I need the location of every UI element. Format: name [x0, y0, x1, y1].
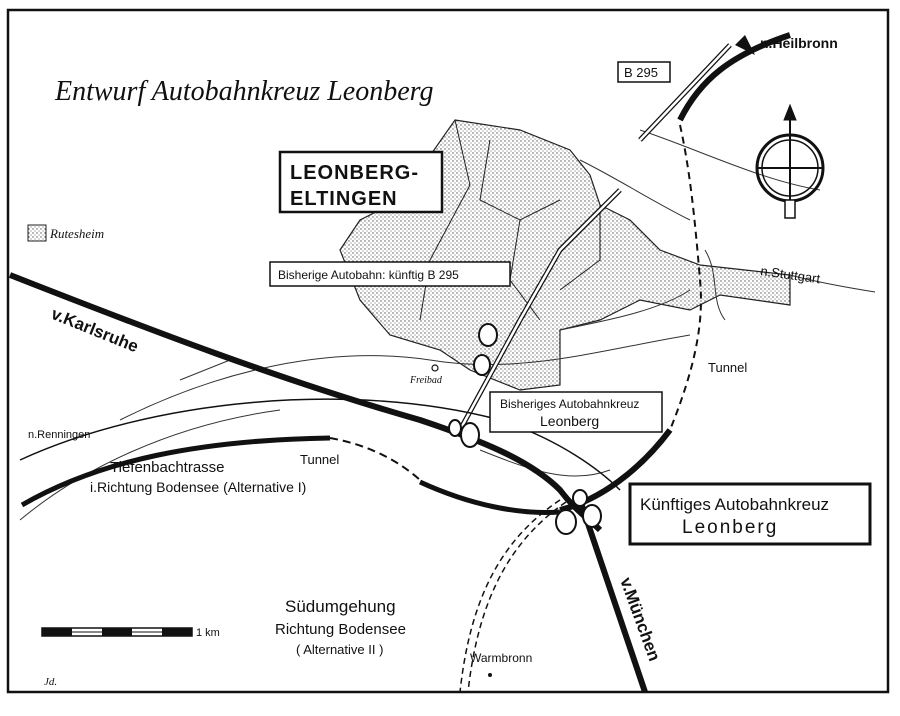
autobahn-heilbronn [677, 32, 791, 122]
route-suedumgehung-alternative-2 [19, 398, 621, 693]
label-warmbronn: Warmbronn [470, 651, 532, 665]
credit: Jd. [44, 676, 57, 688]
rutesheim-area [27, 224, 47, 242]
label-renningen: n.Renningen [28, 429, 90, 441]
freibad-marker-icon [431, 364, 439, 372]
junction-heilbronn-icon [735, 35, 755, 55]
label-bisherige-autobahn: Bisherige Autobahn: künftig B 295 [278, 268, 459, 282]
map-frame [6, 8, 890, 694]
label-suedumgehung-line1: Südumgehung [285, 597, 396, 616]
label-bisheriges-kreuz-line2: Leonberg [540, 413, 599, 429]
scale-bar: 1 km [41, 627, 220, 639]
warmbronn-marker-icon [488, 673, 492, 677]
label-freibad: Freibad [409, 375, 443, 386]
b295-shield: B 295 [617, 61, 671, 83]
map-title: Entwurf Autobahnkreuz Leonberg [54, 76, 434, 107]
town-label-line2: ELTINGEN [290, 188, 398, 210]
label-kuenftiges-kreuz-line2: Leonberg [682, 517, 778, 538]
label-tunnel-east: Tunnel [708, 360, 747, 375]
label-suedumgehung-line3: ( Alternative II ) [296, 642, 383, 657]
label-rutesheim: Rutesheim [49, 226, 104, 241]
label-kuenftiges-kreuz-line1: Künftiges Autobahnkreuz [640, 495, 829, 514]
label-box-kuenftiges-kreuz: Künftiges Autobahnkreuz Leonberg [628, 482, 872, 546]
scale-label: 1 km [196, 627, 220, 639]
label-box-bisherige-autobahn: Bisherige Autobahn: künftig B 295 [269, 261, 511, 287]
label-karlsruhe: v.Karlsruhe [49, 304, 142, 356]
label-tiefenbach-line2: i.Richtung Bodensee (Alternative I) [90, 479, 306, 495]
label-box-bisheriges-kreuz: Bisheriges Autobahnkreuz Leonberg [489, 391, 663, 433]
label-tunnel-west: Tunnel [300, 452, 339, 467]
route-tiefenbach-alternative-1 [20, 435, 561, 515]
interchange-bisheriges-kreuz-icon [448, 323, 498, 448]
town-label-box: LEONBERG- ELTINGEN [278, 150, 444, 214]
b295-shield-label: B 295 [624, 65, 658, 80]
terrain-lines [19, 129, 876, 521]
label-suedumgehung-line2: Richtung Bodensee [275, 621, 406, 638]
road-b295-north [638, 43, 732, 142]
label-heilbronn: n.Heilbronn [760, 35, 838, 51]
label-tiefenbach-line1: Tiefenbachtrasse [110, 459, 225, 476]
autobahn-karlsruhe [8, 272, 603, 533]
label-bisheriges-kreuz-line1: Bisheriges Autobahnkreuz [500, 397, 639, 411]
planned-link-tunnel-east [669, 124, 702, 431]
road-bisherige-autobahn [457, 188, 622, 432]
interchange-kuenftiges-kreuz-icon [555, 489, 602, 535]
town-label-line1: LEONBERG- [290, 162, 419, 184]
north-arrow-compass-icon [755, 103, 825, 219]
